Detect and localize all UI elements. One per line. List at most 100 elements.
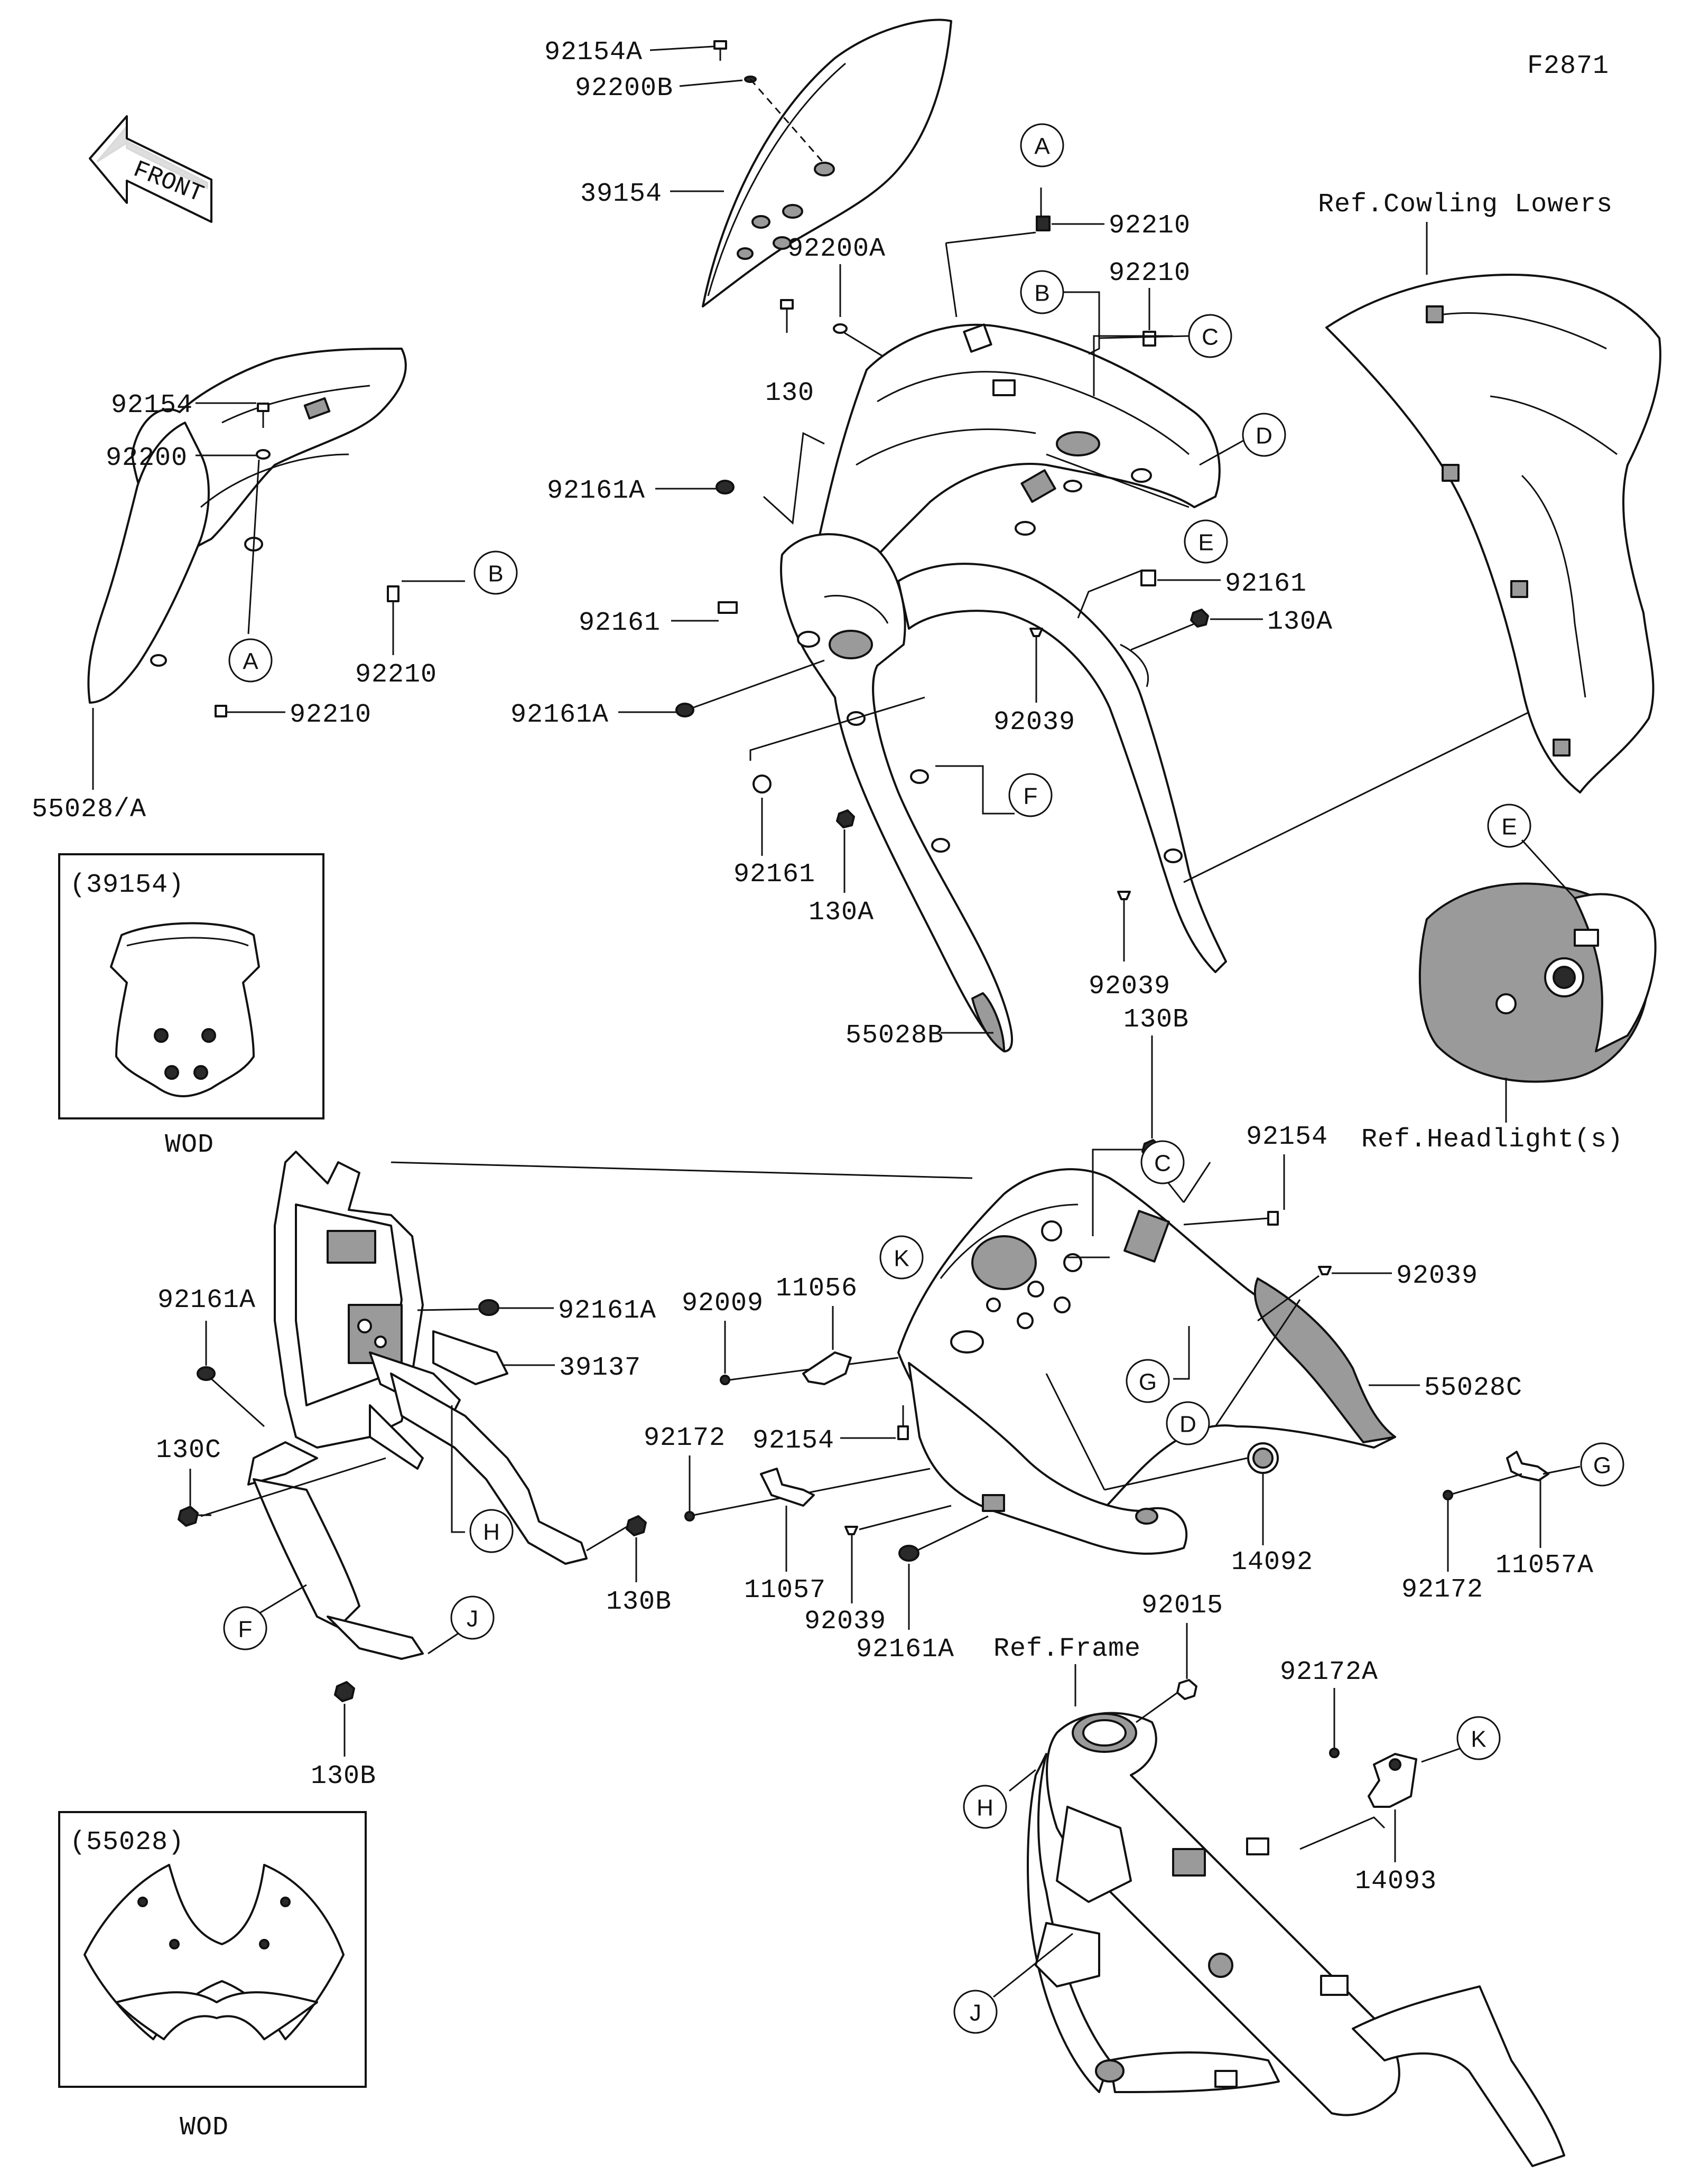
label-14093: 14093	[1355, 1866, 1437, 1897]
bolt-130B-mid	[626, 1515, 647, 1536]
grommet-92161A-5	[898, 1545, 919, 1562]
bolt-130B-bot	[334, 1681, 355, 1702]
label-130B-top: 130B	[1123, 1005, 1189, 1035]
label-92172-2: 92172	[1401, 1575, 1483, 1605]
leader-92210-a3	[945, 242, 958, 318]
svg-text:K: K	[1471, 1726, 1486, 1752]
nut-130A-2	[1190, 609, 1209, 628]
callout-a-top: A	[1020, 123, 1064, 167]
bracket-11057	[760, 1468, 815, 1507]
svg-text:E: E	[1198, 530, 1213, 556]
inset-windshield-drawing	[110, 922, 260, 1097]
leader-callout-d-mid	[1214, 1299, 1301, 1427]
inset-windshield-code: (39154)	[70, 870, 184, 900]
callout-j-frame: J	[953, 1990, 998, 2034]
leader-lower-cowl-link	[1183, 702, 1549, 883]
pad-92161-3	[752, 774, 772, 794]
grommet-92161A-2	[675, 703, 694, 717]
label-11056: 11056	[776, 1274, 858, 1304]
label-55028A: 55028/A	[32, 795, 146, 825]
svg-text:A: A	[243, 649, 258, 675]
callout-f-top: F	[1008, 773, 1053, 817]
leader-callout-h-left	[451, 1405, 465, 1533]
label-92210-left2: 92210	[290, 700, 371, 730]
label-92039-3: 92039	[1396, 1261, 1478, 1291]
leader-14092-c	[1045, 1373, 1105, 1490]
ref-frame: Ref.Frame	[993, 1634, 1141, 1664]
leader-callout-g-mid	[1173, 1326, 1190, 1380]
svg-text:B: B	[1034, 281, 1049, 306]
label-130B-bot: 130B	[311, 1761, 376, 1791]
pad-92161-1	[718, 601, 738, 614]
inset-windshield-note: WOD	[165, 1130, 214, 1160]
side-cowling-55028A	[87, 348, 407, 704]
svg-text:F: F	[238, 1617, 253, 1642]
figure-code: F2871	[1527, 51, 1609, 81]
screw-92039-2	[1117, 891, 1131, 962]
label-92172A: 92172A	[1280, 1657, 1378, 1687]
leader-callout-d-top	[1199, 437, 1248, 466]
ref-cowling-lowers: Ref.Cowling Lowers	[1318, 190, 1613, 220]
meter-cover-55028C	[897, 1168, 1396, 1555]
callout-h-frame: H	[963, 1785, 1007, 1829]
nut-92210-b	[1142, 331, 1156, 347]
leader-callout-c-top2	[1099, 335, 1190, 339]
inset-cowling-note: WOD	[180, 2113, 229, 2143]
label-92210-a: 92210	[1109, 211, 1191, 241]
leader-130B-mid-b	[586, 1526, 627, 1552]
callout-g-right: G	[1580, 1442, 1624, 1487]
bolt-92154-left	[257, 403, 270, 428]
grommet-14092	[1247, 1442, 1279, 1474]
label-92009: 92009	[682, 1289, 764, 1319]
label-92161-2: 92161	[1225, 569, 1307, 599]
svg-text:H: H	[483, 1519, 500, 1545]
pad-92161-2	[1140, 570, 1156, 586]
svg-text:G: G	[1593, 1453, 1611, 1479]
bolt-92154A	[713, 40, 727, 61]
leader-92210-a2	[945, 231, 1036, 244]
callout-a-left: A	[228, 638, 273, 683]
nut-92210-a	[1036, 216, 1051, 231]
label-92200A: 92200A	[787, 234, 886, 264]
leader-92039-3-b	[1257, 1275, 1320, 1322]
svg-text:C: C	[1202, 324, 1219, 350]
leader-callout-c-top	[1093, 335, 1173, 396]
svg-text:J: J	[467, 1606, 478, 1632]
label-92154-left: 92154	[111, 390, 193, 421]
leader-callout-e-headlight	[1521, 839, 1576, 899]
leader-bracket-to-meter	[391, 1161, 973, 1179]
svg-text:K: K	[894, 1246, 909, 1272]
label-130B-mid: 130B	[606, 1587, 672, 1617]
leader-92200B	[679, 79, 743, 87]
bolt-130	[780, 299, 794, 333]
callout-d-mid: D	[1166, 1401, 1210, 1445]
leader-92015-b	[1136, 1692, 1178, 1723]
bolt-130C	[178, 1506, 211, 1527]
label-92200: 92200	[106, 443, 188, 473]
leader-callout-j-frame	[993, 1933, 1073, 1998]
label-92154-center: 92154	[1246, 1122, 1328, 1152]
nut-92210-left2	[215, 705, 227, 717]
callout-j-left: J	[450, 1595, 495, 1640]
leader-callout-h-frame	[1009, 1769, 1036, 1792]
grommet-92161A-1	[716, 480, 735, 494]
svg-text:G: G	[1139, 1369, 1157, 1395]
bracket-11056	[802, 1351, 852, 1385]
callout-b-left: B	[473, 550, 518, 595]
screw-92039-4	[844, 1526, 858, 1535]
inset-cowling-drawing	[83, 1864, 345, 2040]
svg-text:B: B	[488, 561, 503, 587]
leader-92161-2b	[1077, 570, 1142, 619]
bracket-14093	[1368, 1753, 1417, 1808]
svg-text:J: J	[970, 2000, 981, 2026]
cowling-lower-ref-part	[1325, 274, 1661, 794]
washer-92200A	[833, 323, 848, 334]
nut-92210-left1	[387, 585, 399, 602]
grommet-92161A-4	[478, 1299, 499, 1316]
washer-92200	[256, 449, 271, 460]
label-130A-1: 130A	[809, 898, 874, 928]
label-92154-mid: 92154	[752, 1426, 834, 1456]
label-92172-1: 92172	[644, 1423, 726, 1453]
callout-c-top: C	[1188, 314, 1232, 358]
screw-92172-1	[684, 1511, 695, 1522]
